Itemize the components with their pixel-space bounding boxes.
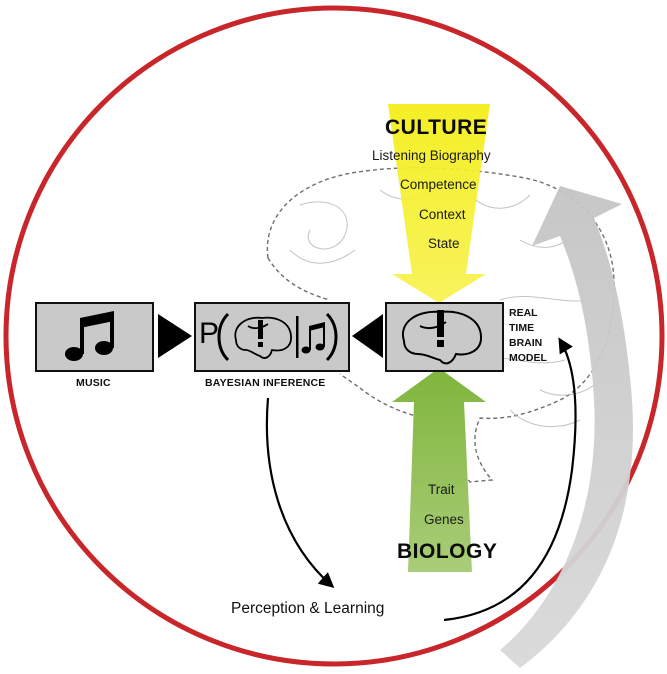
bayes-p-symbol: P: [199, 317, 220, 350]
model-line-3: BRAIN: [509, 337, 543, 349]
culture-factor-2: Competence: [400, 177, 477, 192]
culture-arrow: [388, 104, 490, 303]
model-line-4: MODEL: [509, 352, 547, 364]
arrow-model-to-bayes: [352, 314, 383, 358]
left-paren: [217, 312, 230, 362]
right-paren: [325, 312, 338, 362]
arrow-to-perception: [265, 397, 335, 589]
culture-factor-3: Context: [419, 207, 466, 222]
music-note-icon: [65, 311, 114, 361]
music-label: MUSIC: [76, 377, 111, 389]
arrow-music-to-bayes: [158, 314, 192, 358]
exclamation-icon: [258, 320, 263, 347]
bayes-box: [194, 302, 350, 372]
conditional-bar: [296, 316, 299, 358]
model-line-2: TIME: [509, 322, 535, 334]
culture-factor-4: State: [428, 236, 460, 251]
music-note-icon: [301, 322, 325, 354]
model-line-1: REAL: [509, 307, 538, 319]
outcome-label: Perception & Learning: [231, 600, 385, 617]
biology-arrow: [392, 368, 486, 572]
music-box: [35, 302, 154, 372]
brain-model-label: REAL TIME BRAIN MODEL: [509, 306, 547, 366]
biology-factor-2: Genes: [424, 512, 464, 527]
arrow-perception-to-model: [443, 337, 577, 622]
biology-title: BIOLOGY: [397, 540, 498, 563]
brain-model-box: [385, 302, 504, 372]
culture-factor-1: Listening Biography: [372, 148, 491, 163]
exclamation-icon: [437, 310, 444, 347]
feedback-arrow: [500, 186, 633, 668]
culture-title: CULTURE: [385, 116, 488, 139]
bayes-label: BAYESIAN INFERENCE: [205, 377, 326, 389]
biology-factor-1: Trait: [428, 482, 455, 497]
